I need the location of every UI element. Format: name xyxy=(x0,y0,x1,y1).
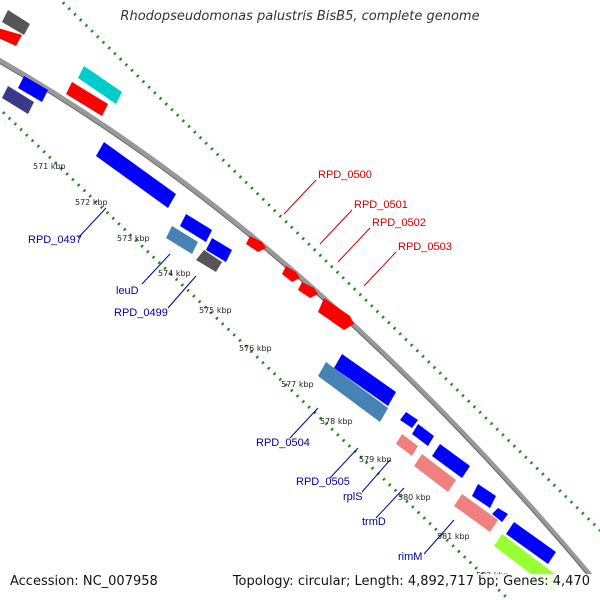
gene-arrow[interactable] xyxy=(196,250,222,272)
gene-arrow[interactable] xyxy=(492,508,508,522)
gene-arrow[interactable] xyxy=(78,66,122,104)
scale-label: 577 kbp xyxy=(281,380,314,389)
forward-leaders xyxy=(283,179,397,287)
gene-arrow[interactable] xyxy=(396,434,418,456)
accession-info: Accession: NC_007958 xyxy=(10,574,158,589)
accession-label: Accession: xyxy=(10,574,79,589)
gene-arrow[interactable] xyxy=(180,214,212,242)
genome-title: Rhodopseudomonas palustris BisB5, comple… xyxy=(120,9,480,24)
gene-arrow[interactable] xyxy=(282,266,300,282)
gene-arrow[interactable] xyxy=(318,298,354,330)
gene-arrow[interactable] xyxy=(318,362,388,422)
length-label: Length: xyxy=(354,574,404,589)
accession-value: NC_007958 xyxy=(82,574,158,589)
scale-label: 572 kbp xyxy=(75,198,108,207)
genome-backbone-shadow xyxy=(0,63,591,579)
genes-label: Genes: xyxy=(503,574,549,589)
gene-arrow[interactable] xyxy=(18,76,48,102)
scale-label: 578 kbp xyxy=(320,417,353,426)
scale-label: 571 kbp xyxy=(33,162,66,171)
gene-label[interactable]: leuD xyxy=(116,285,139,297)
gene-arrow[interactable] xyxy=(66,82,108,116)
outer-dotted-track xyxy=(58,0,600,533)
gene-label[interactable]: RPD_0497 xyxy=(28,234,82,246)
genome-stats: Topology: circular; Length: 4,892,717 bp… xyxy=(228,574,590,589)
gene-label[interactable]: trmD xyxy=(362,516,386,528)
gene-arrow[interactable] xyxy=(2,10,30,35)
genome-backbone xyxy=(0,57,592,577)
gene-arrow[interactable] xyxy=(472,484,496,508)
gene-arrow[interactable] xyxy=(166,226,198,254)
gene-arrow[interactable] xyxy=(298,282,318,298)
forward-gene-labels: RPD_0500 RPD_0501 RPD_0502 RPD_0503 xyxy=(318,169,452,253)
gene-label[interactable]: RPD_0502 xyxy=(372,217,426,229)
scale-labels: 571 kbp 572 kbp 573 kbp 574 kbp 575 kbp … xyxy=(33,162,509,580)
scale-label: 579 kbp xyxy=(359,455,392,464)
gene-label[interactable]: rplS xyxy=(343,491,363,503)
scale-label: 581 kbp xyxy=(437,532,470,541)
gene-label[interactable]: RPD_0500 xyxy=(318,169,372,181)
reverse-leaders xyxy=(77,207,455,555)
gene-arrow[interactable] xyxy=(0,28,22,46)
scale-label: 574 kbp xyxy=(158,269,191,278)
scale-label: 576 kbp xyxy=(239,344,272,353)
gene-label[interactable]: rimM xyxy=(398,551,422,563)
scale-label: 575 kbp xyxy=(199,306,232,315)
gene-label[interactable]: RPD_0505 xyxy=(296,476,350,488)
gene-arrow[interactable] xyxy=(206,238,232,262)
scale-label: 580 kbp xyxy=(398,493,431,502)
length-value: 4,892,717 bp xyxy=(407,574,495,589)
topology-value: circular xyxy=(297,574,346,589)
genes-value: 4,470 xyxy=(552,574,590,589)
forward-genes xyxy=(0,10,354,330)
reverse-gene-labels: RPD_0497 leuD RPD_0499 RPD_0504 RPD_0505… xyxy=(28,234,422,563)
gene-arrow[interactable] xyxy=(334,354,396,406)
gene-arrow[interactable] xyxy=(506,522,556,564)
gene-arrow[interactable] xyxy=(400,412,418,428)
gene-arrow[interactable] xyxy=(96,142,176,208)
gene-arrow[interactable] xyxy=(454,494,498,532)
reverse-genes xyxy=(2,76,560,590)
gene-arrow[interactable] xyxy=(432,444,470,478)
gene-arrow[interactable] xyxy=(246,236,266,252)
gene-label[interactable]: RPD_0499 xyxy=(114,307,168,319)
gene-label[interactable]: RPD_0503 xyxy=(398,241,452,253)
gene-arrow[interactable] xyxy=(414,454,456,492)
scale-label: 573 kbp xyxy=(117,234,150,243)
gene-arrow[interactable] xyxy=(2,86,34,114)
gene-label[interactable]: RPD_0504 xyxy=(256,437,310,449)
topology-label: Topology: xyxy=(232,574,294,589)
gene-arrow[interactable] xyxy=(412,424,434,446)
gene-label[interactable]: RPD_0501 xyxy=(354,199,408,211)
